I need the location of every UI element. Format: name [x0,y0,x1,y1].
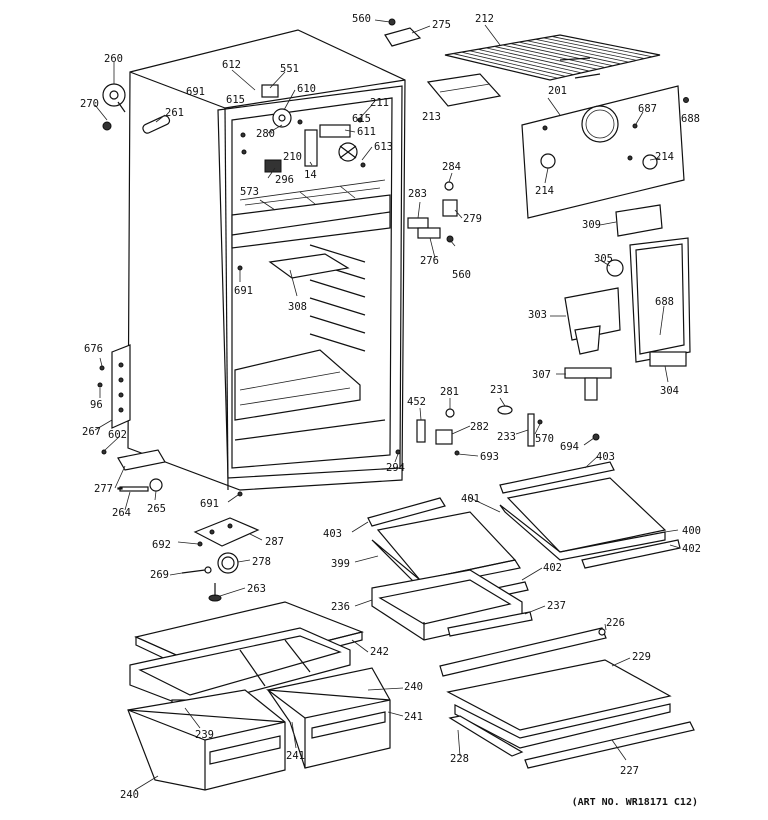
callout-304: 304 [660,385,679,397]
callout-551: 551 [280,63,299,75]
callout-201: 201 [548,85,567,97]
callout-269: 269 [150,569,169,581]
callout-452: 452 [407,396,426,408]
callout-281: 281 [440,386,459,398]
bracket-275 [384,27,422,47]
callout-610: 610 [297,83,316,95]
callout-560: 560 [352,13,371,25]
callout-400: 400 [682,525,701,537]
callout-231: 231 [490,384,509,396]
callout-211: 211 [370,97,389,109]
cabinet-screws [97,83,401,497]
callout-403: 403 [596,451,615,463]
callout-402: 402 [543,562,562,574]
callout-267: 267 [82,426,101,438]
callout-276: 276 [420,255,439,267]
callout-688: 688 [681,113,700,125]
duct-303 [564,287,621,341]
bottom-left-parts [117,487,391,791]
refrigerator-cabinet [111,29,406,491]
callout-676: 676 [84,343,103,355]
shelves [367,461,695,769]
callout-233: 233 [497,431,516,443]
callout-287: 287 [265,536,284,548]
callout-226: 226 [606,617,625,629]
callout-279: 279 [463,213,482,225]
callout-263: 263 [247,583,266,595]
callout-688: 688 [655,296,674,308]
art-number: (ART NO. WR18171 C12) [571,797,698,808]
callout-265: 265 [147,503,166,515]
leader-lines [94,19,681,791]
callout-242: 242 [370,646,389,658]
callout-284: 284 [442,161,461,173]
callout-693: 693 [480,451,499,463]
callout-403: 403 [323,528,342,540]
callout-611: 611 [357,126,376,138]
callout-14: 14 [304,169,317,181]
top-wire-shelf [444,34,661,81]
callout-214: 214 [535,185,554,197]
callout-282: 282 [470,421,489,433]
cover-213 [426,73,502,107]
callout-401: 401 [461,493,480,505]
callout-687: 687 [638,103,657,115]
callout-240: 240 [404,681,423,693]
callout-691: 691 [186,86,205,98]
callout-241: 241 [404,711,423,723]
label-309 [615,204,663,237]
callout-615: 615 [226,94,245,106]
callout-294: 294 [386,462,405,474]
duct-688 [629,237,691,363]
callout-213: 213 [422,111,441,123]
callout-275: 275 [432,19,451,31]
callout-labels: 560 275 212 260 270 612 551 691 615 610 261 280 615 2… [80,13,701,801]
callout-96: 96 [90,399,103,411]
callout-308: 308 [288,301,307,313]
callout-296: 296 [275,174,294,186]
callout-602: 602 [108,429,127,441]
callout-264: 264 [112,507,131,519]
callout-278: 278 [252,556,271,568]
callout-240: 240 [120,789,139,801]
callout-214: 214 [655,151,674,163]
callout-280: 280 [256,128,275,140]
callout-241: 241 [286,750,305,762]
callout-570: 570 [535,433,554,445]
callout-303: 303 [528,309,547,321]
callout-573: 573 [240,186,259,198]
callout-399: 399 [331,558,350,570]
callout-309: 309 [582,219,601,231]
callout-260: 260 [104,53,123,65]
callout-236: 236 [331,601,350,613]
callout-305: 305 [594,253,613,265]
callout-261: 261 [165,107,184,119]
callout-402: 402 [682,543,701,555]
rear-panel-201 [521,85,685,219]
callout-307: 307 [532,369,551,381]
callout-613: 613 [374,141,393,153]
callout-270: 270 [80,98,99,110]
callout-692: 692 [152,539,171,551]
callout-560: 560 [452,269,471,281]
callout-227: 227 [620,765,639,777]
callout-277: 277 [94,483,113,495]
callout-691: 691 [200,498,219,510]
callout-212: 212 [475,13,494,25]
callout-694: 694 [560,441,579,453]
callout-612: 612 [222,59,241,71]
callout-229: 229 [632,651,651,663]
callout-615: 615 [352,113,371,125]
callout-239: 239 [195,729,214,741]
callout-210: 210 [283,151,302,163]
callout-228: 228 [450,753,469,765]
callout-237: 237 [547,600,566,612]
callout-283: 283 [408,188,427,200]
callout-691: 691 [234,285,253,297]
